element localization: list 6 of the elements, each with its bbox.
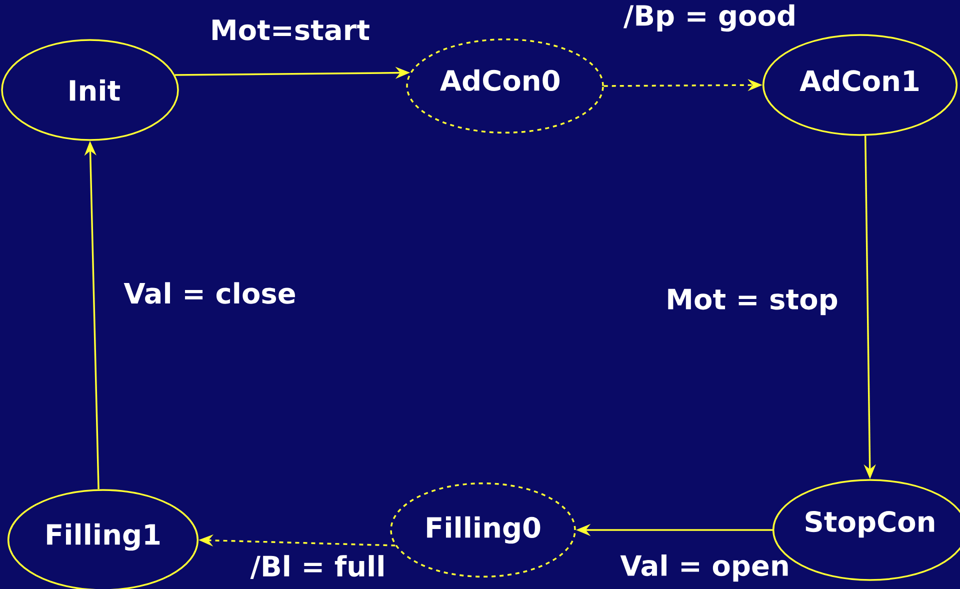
edge-label: Mot=start bbox=[212, 20, 370, 40]
edge-label: /Bp = good bbox=[623, 4, 794, 32]
edge-label: /Bl = full bbox=[250, 555, 384, 579]
edge-label: Val = open bbox=[620, 554, 788, 582]
edge-label: Val = close bbox=[124, 282, 295, 304]
edge-label: Mot = stop bbox=[668, 288, 838, 316]
